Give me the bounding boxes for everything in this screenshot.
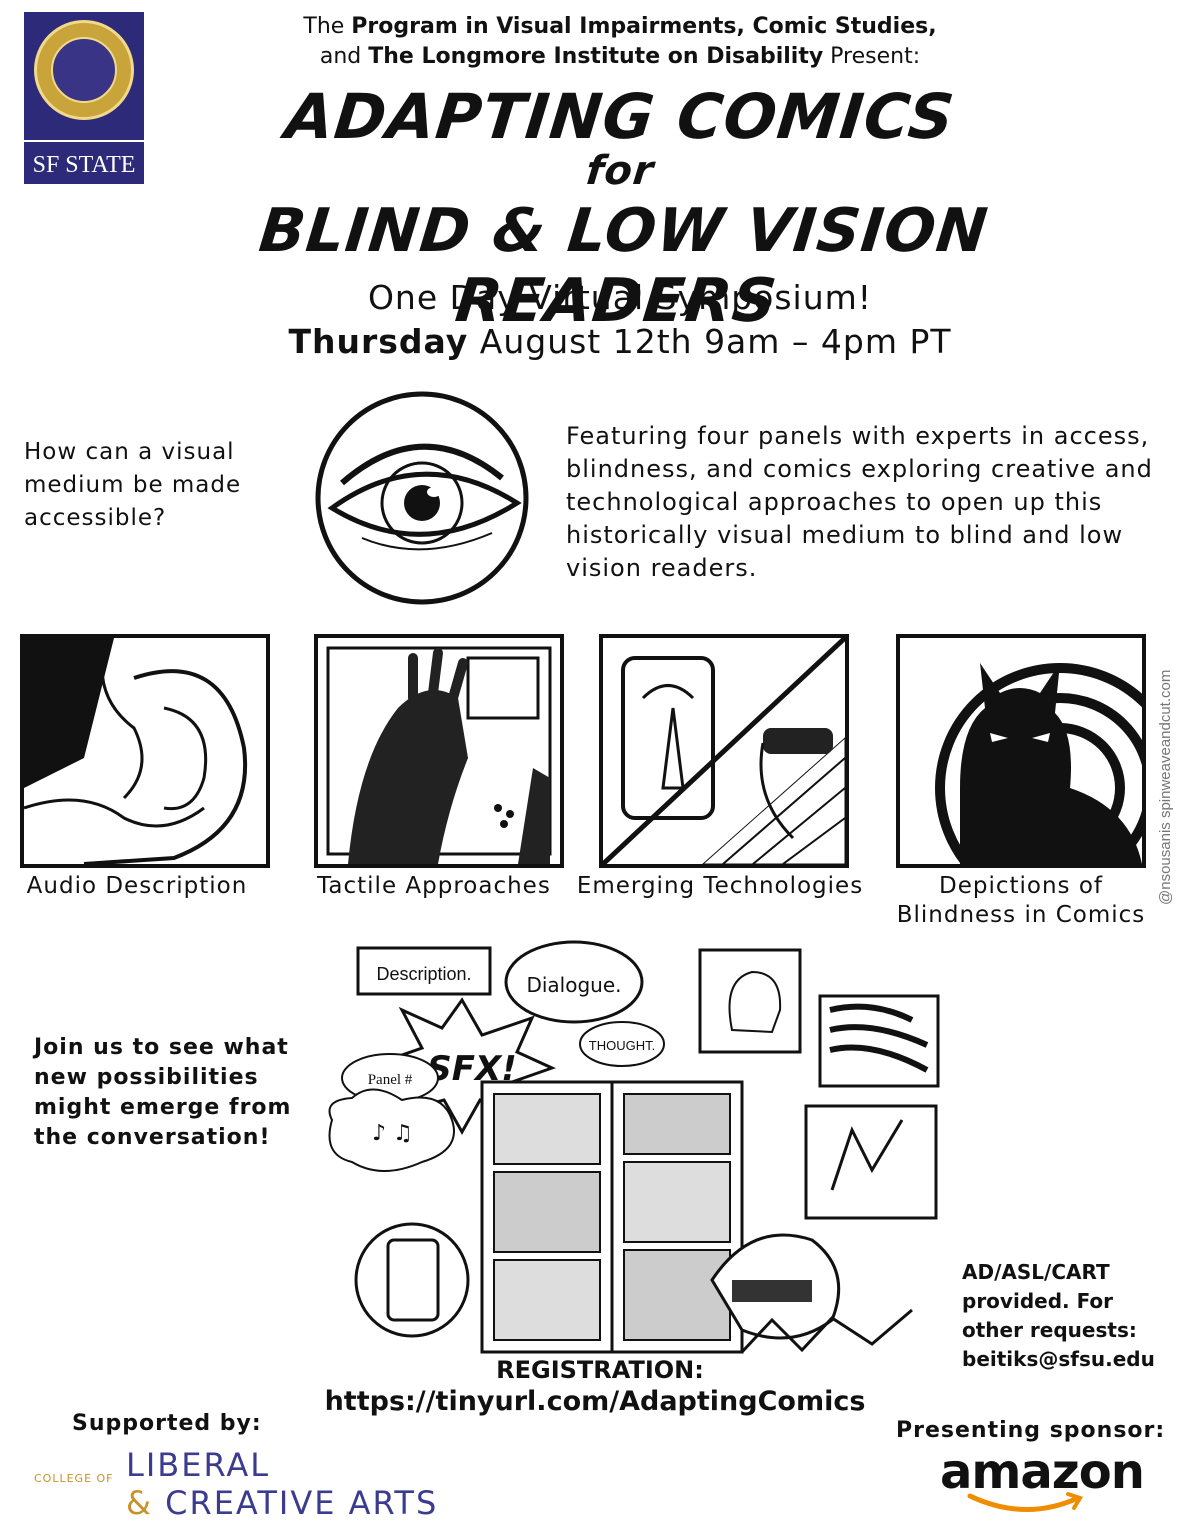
- panel-label-tactile-approaches: Tactile Approaches: [317, 873, 551, 899]
- logo-name: SF STATE: [32, 152, 136, 178]
- university-seal-icon: [34, 20, 134, 120]
- emerging-technologies-panel-image: [599, 634, 849, 868]
- supported-by-label: Supported by:: [72, 1411, 262, 1436]
- panel-label-emerging-technologies: Emerging Technologies: [576, 873, 864, 899]
- registration-label: REGISTRATION:: [496, 1356, 704, 1384]
- college-name-line1: LIBERAL: [126, 1446, 271, 1484]
- intro-question: How can a visual medium be made accessib…: [24, 439, 242, 531]
- amazon-smile-icon: [967, 1492, 1083, 1512]
- depictions-of-blindness-panel-image: [896, 634, 1146, 868]
- title-for: for: [583, 148, 657, 194]
- svg-text:Dialogue.: Dialogue.: [526, 973, 621, 997]
- college-of-text: COLLEGE OF: [34, 1472, 114, 1485]
- panel-label-audio-description: Audio Description: [26, 873, 248, 899]
- svg-text:@nsousanis spinweaveandcut.com: @nsousanis spinweaveandcut.com: [1157, 670, 1174, 905]
- svg-text:Panel #: Panel #: [368, 1072, 413, 1088]
- svg-text:♪ ♫: ♪ ♫: [372, 1121, 413, 1146]
- accessibility-info: AD/ASL/CART provided. For other requests…: [962, 1260, 1155, 1371]
- panel-label-depictions-of-blindness: Depictions of Blindness in Comics: [896, 873, 1146, 928]
- svg-text:THOUGHT.: THOUGHT.: [589, 1038, 655, 1053]
- event-date: Thursday August 12th 9am – 4pm PT: [288, 322, 952, 361]
- audio-description-panel-image: [20, 634, 270, 868]
- join-text: Join us to see what new possibilities mi…: [34, 1035, 292, 1150]
- college-name-line2: & CREATIVE ARTS: [126, 1484, 439, 1522]
- intro-featuring: Featuring four panels with experts in ac…: [566, 422, 1153, 582]
- tactile-approaches-panel-image: [314, 634, 564, 868]
- eye-illustration: [315, 391, 529, 605]
- subtitle: One Day Virtual Symposium!: [367, 278, 873, 317]
- registration-link[interactable]: https://tinyurl.com/AdaptingComics: [324, 1386, 866, 1417]
- sfsu-logo: SF STATE: [24, 12, 144, 184]
- presenting-sponsor-label: Presenting sponsor:: [896, 1418, 1166, 1443]
- svg-text:Description.: Description.: [376, 964, 471, 984]
- title-line1: ADAPTING COMICS: [281, 80, 959, 153]
- amazon-logo: amazon: [940, 1444, 1145, 1500]
- artist-credit: @nsousanis spinweaveandcut.com: [1157, 670, 1174, 905]
- comics-collage-illustration: Description. Dialogue. SFX! THOUGHT. Pan…: [328, 940, 940, 1354]
- presenters: The Program in Visual Impairments, Comic…: [303, 14, 937, 69]
